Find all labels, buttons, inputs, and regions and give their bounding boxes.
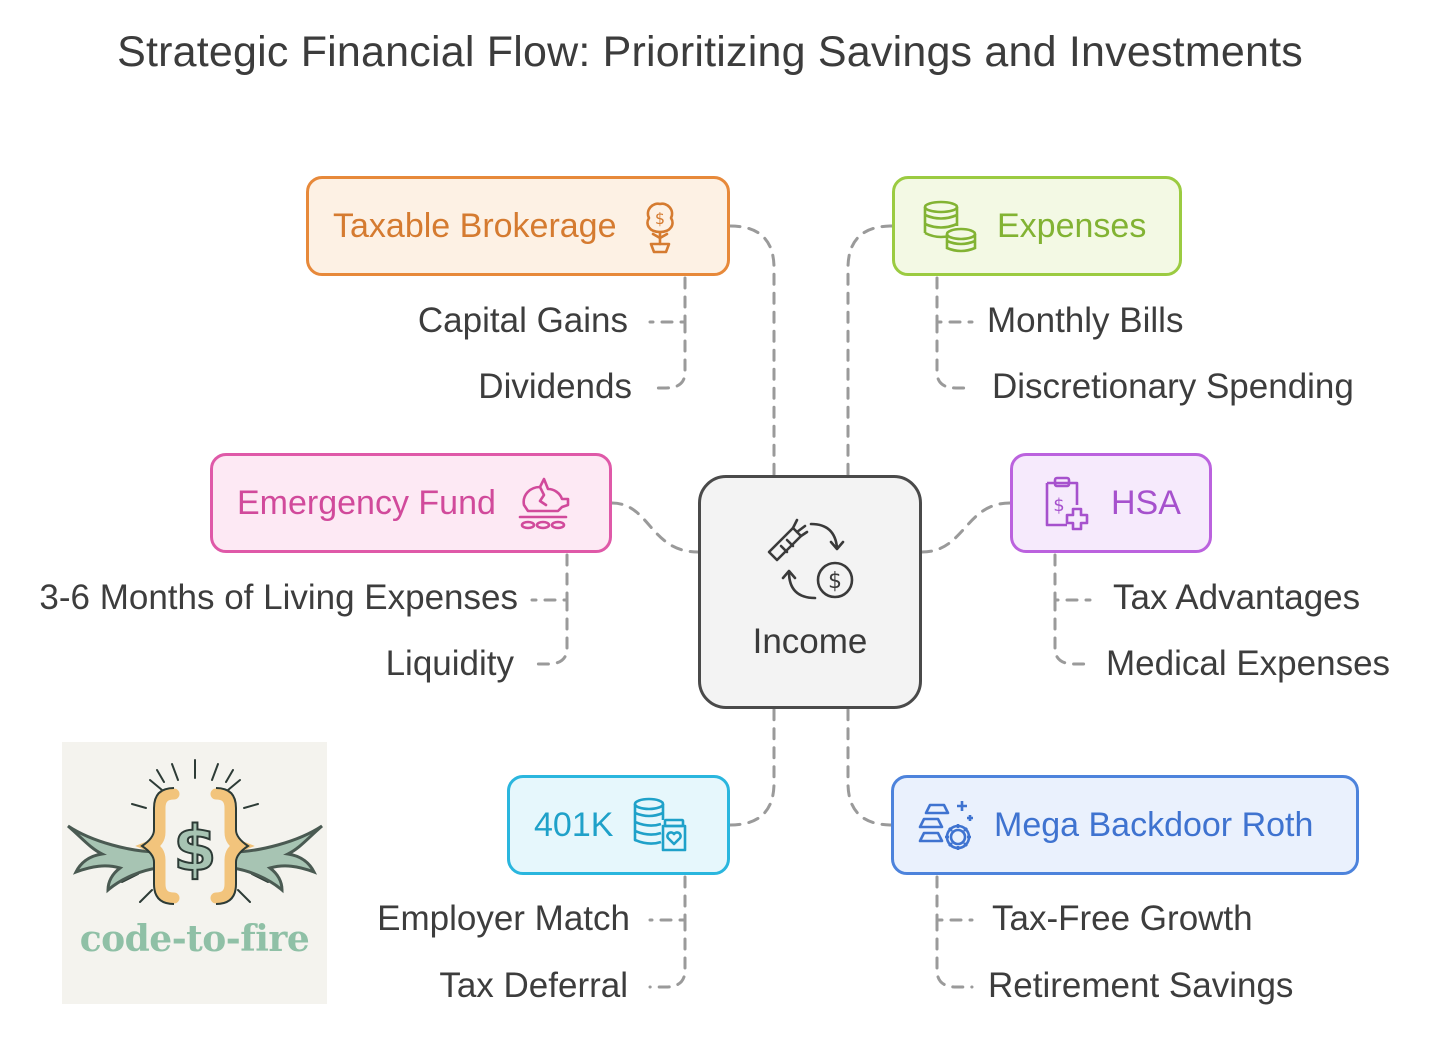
- income-label: Income: [752, 622, 868, 661]
- node-label: Emergency Fund: [237, 483, 496, 522]
- connector-401k: [728, 706, 776, 827]
- broken-piggy-bank-icon: [518, 477, 570, 530]
- leaf-capital-gains: Capital Gains: [417, 301, 628, 340]
- connector-hsa: [920, 501, 1012, 554]
- money-tree-icon: $: [645, 202, 674, 254]
- gold-bars-gear-icon: [918, 801, 973, 850]
- node-label: Taxable Brokerage: [333, 206, 617, 245]
- leaf-tax-deferral: Tax Deferral: [439, 966, 628, 1005]
- node-hsa: $ HSA: [1010, 453, 1212, 553]
- connector-mega: [846, 706, 894, 827]
- node-emergency-fund: Emergency Fund: [210, 453, 612, 553]
- node-expenses: Expenses: [892, 176, 1182, 276]
- leaf-retirement-savings: Retirement Savings: [988, 966, 1294, 1005]
- svg-text:$: $: [173, 812, 216, 885]
- leaf-discretionary-spending: Discretionary Spending: [992, 367, 1354, 406]
- svg-text:$: $: [654, 209, 664, 228]
- node-label: Expenses: [997, 206, 1147, 245]
- leaf-3-6-months: 3-6 Months of Living Expenses: [39, 578, 518, 617]
- leaf-monthly-bills: Monthly Bills: [987, 301, 1184, 340]
- leaf-liquidity: Liquidity: [385, 644, 514, 683]
- diagram-title: Strategic Financial Flow: Prioritizing S…: [117, 28, 1303, 76]
- leaf-dividends: Dividends: [478, 367, 632, 406]
- connector-emergency: [610, 501, 700, 554]
- node-taxable-brokerage: Taxable Brokerage $: [306, 176, 730, 276]
- connector-expenses: [846, 224, 894, 478]
- node-401k: 401K: [507, 775, 730, 875]
- node-label: HSA: [1111, 483, 1181, 522]
- node-label: Mega Backdoor Roth: [994, 805, 1314, 844]
- node-income: $ Income: [698, 475, 922, 709]
- medical-clipboard-dollar-icon: $: [1045, 476, 1089, 531]
- logo-text: code-to-fire: [79, 918, 310, 960]
- leaf-tax-advantages: Tax Advantages: [1113, 578, 1361, 617]
- svg-text:$: $: [1053, 495, 1064, 516]
- node-mega-backdoor-roth: Mega Backdoor Roth: [891, 775, 1359, 875]
- leaf-tax-free-growth: Tax-Free Growth: [992, 899, 1253, 938]
- coins-and-jar-icon: [634, 797, 687, 852]
- connector-taxable: [728, 224, 776, 478]
- node-label: 401K: [534, 805, 614, 844]
- winged-dollar-braces-logo-icon: $: [67, 759, 323, 905]
- leaf-medical-expenses: Medical Expenses: [1106, 644, 1391, 683]
- code-to-fire-logo: $ code-to-fire: [62, 742, 327, 1004]
- carrot-dollar-cycle-icon: $: [767, 518, 854, 600]
- leaf-employer-match: Employer Match: [377, 899, 630, 938]
- coin-stacks-icon: [923, 200, 977, 253]
- svg-text:$: $: [828, 569, 842, 594]
